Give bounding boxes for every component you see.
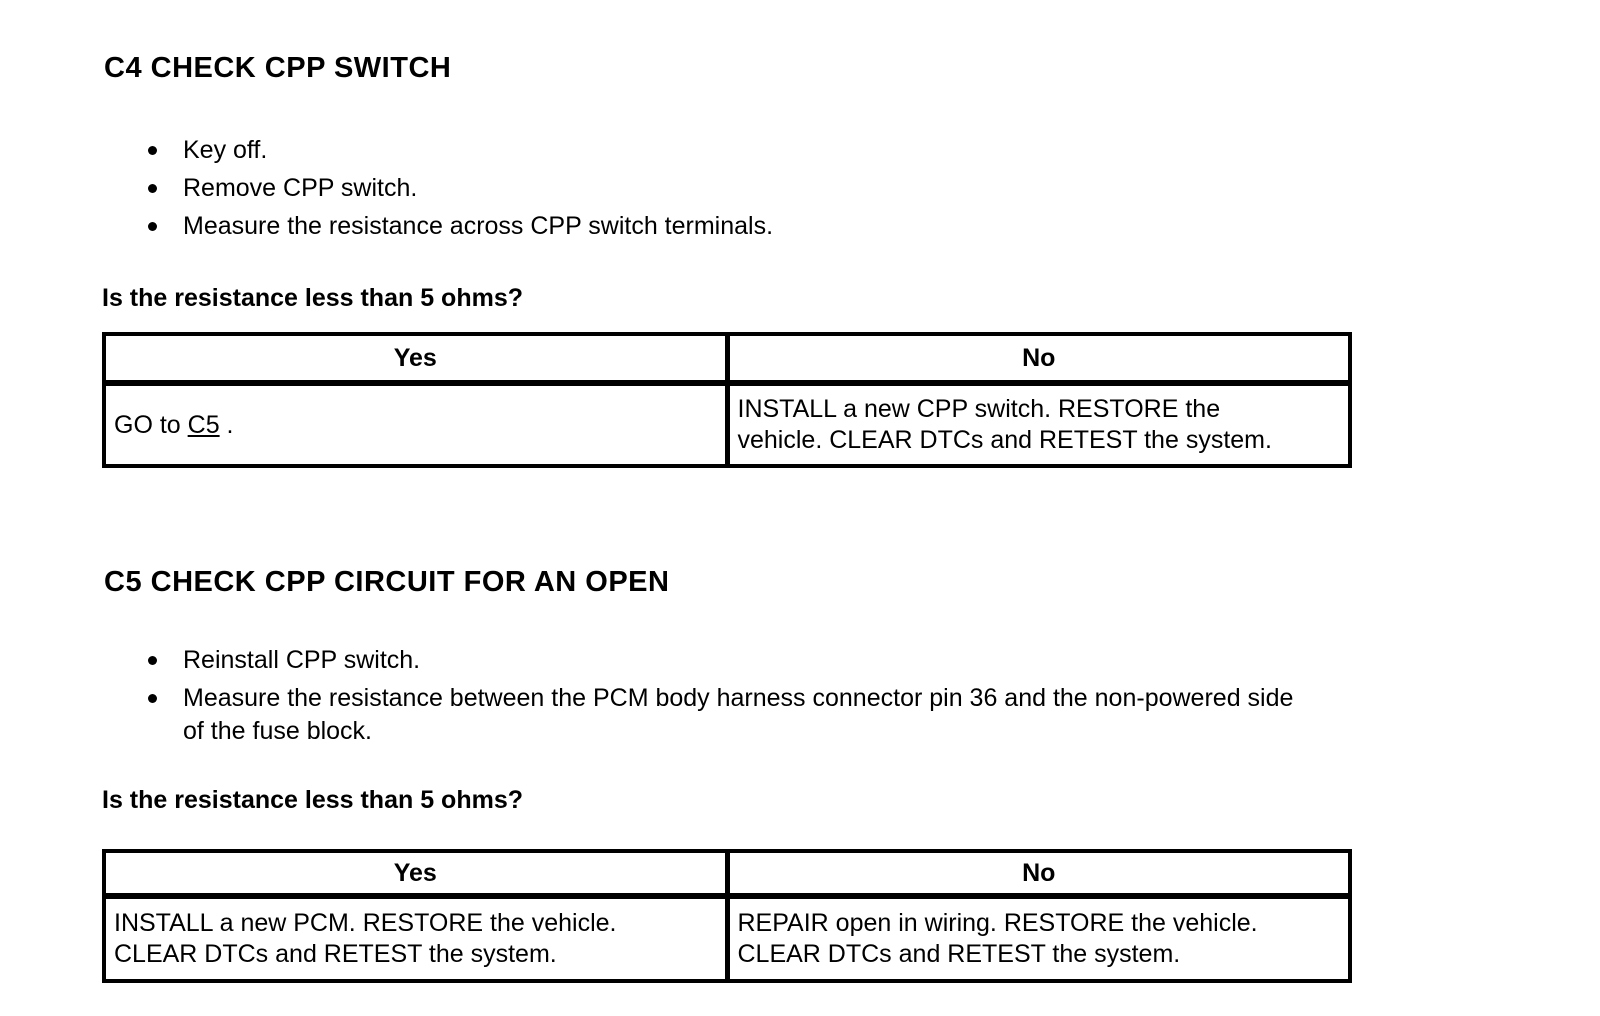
no-action-cell: REPAIR open in wiring. RESTORE the vehic… (724, 894, 1352, 983)
list-item: Remove CPP switch. (148, 172, 1488, 205)
table-header-no: No (724, 849, 1352, 899)
table-header-no: No (724, 332, 1352, 386)
question-c4: Is the resistance less than 5 ohms? (102, 284, 523, 312)
steps-list-c4: Key off. Remove CPP switch. Measure the … (148, 134, 1488, 248)
step-text: Remove CPP switch. (183, 174, 418, 202)
bullet-icon (148, 656, 157, 665)
bullet-icon (148, 222, 157, 231)
section-heading-c4: C4 CHECK CPP SWITCH (104, 52, 452, 84)
table-row: GO to C5 . INSTALL a new CPP switch. RES… (102, 381, 1352, 468)
yes-action-suffix: . (219, 410, 234, 439)
step-text: Key off. (183, 136, 268, 164)
yes-action-cell: INSTALL a new PCM. RESTORE the vehicle. … (102, 894, 729, 983)
step-text: Measure the resistance between the PCM b… (183, 684, 1294, 745)
c5-step-link[interactable]: C5 (187, 410, 220, 439)
step-text: Reinstall CPP switch. (183, 646, 421, 674)
steps-list-c5: Reinstall CPP switch. Measure the resist… (148, 644, 1488, 753)
list-item: Reinstall CPP switch. (148, 644, 1488, 677)
yes-action-text: GO to (114, 410, 188, 439)
bullet-icon (148, 184, 157, 193)
table-row: INSTALL a new PCM. RESTORE the vehicle. … (102, 894, 1352, 983)
bullet-icon (148, 146, 157, 155)
question-c5: Is the resistance less than 5 ohms? (102, 786, 523, 814)
no-action-cell: INSTALL a new CPP switch. RESTORE the ve… (724, 381, 1352, 468)
list-item: Measure the resistance across CPP switch… (148, 210, 1488, 243)
list-item: Measure the resistance between the PCM b… (148, 682, 1488, 748)
table-header-row: Yes No (102, 332, 1352, 386)
table-header-yes: Yes (102, 332, 729, 386)
table-header-row: Yes No (102, 849, 1352, 899)
step-text: Measure the resistance across CPP switch… (183, 212, 774, 240)
table-header-yes: Yes (102, 849, 729, 899)
result-table-c5: Yes No INSTALL a new PCM. RESTORE the ve… (102, 849, 1352, 983)
section-heading-c5: C5 CHECK CPP CIRCUIT FOR AN OPEN (104, 566, 670, 598)
result-table-c4: Yes No GO to C5 . INSTALL a new CPP swit… (102, 332, 1352, 468)
list-item: Key off. (148, 134, 1488, 167)
yes-action-cell: GO to C5 . (102, 381, 729, 468)
bullet-icon (148, 694, 157, 703)
